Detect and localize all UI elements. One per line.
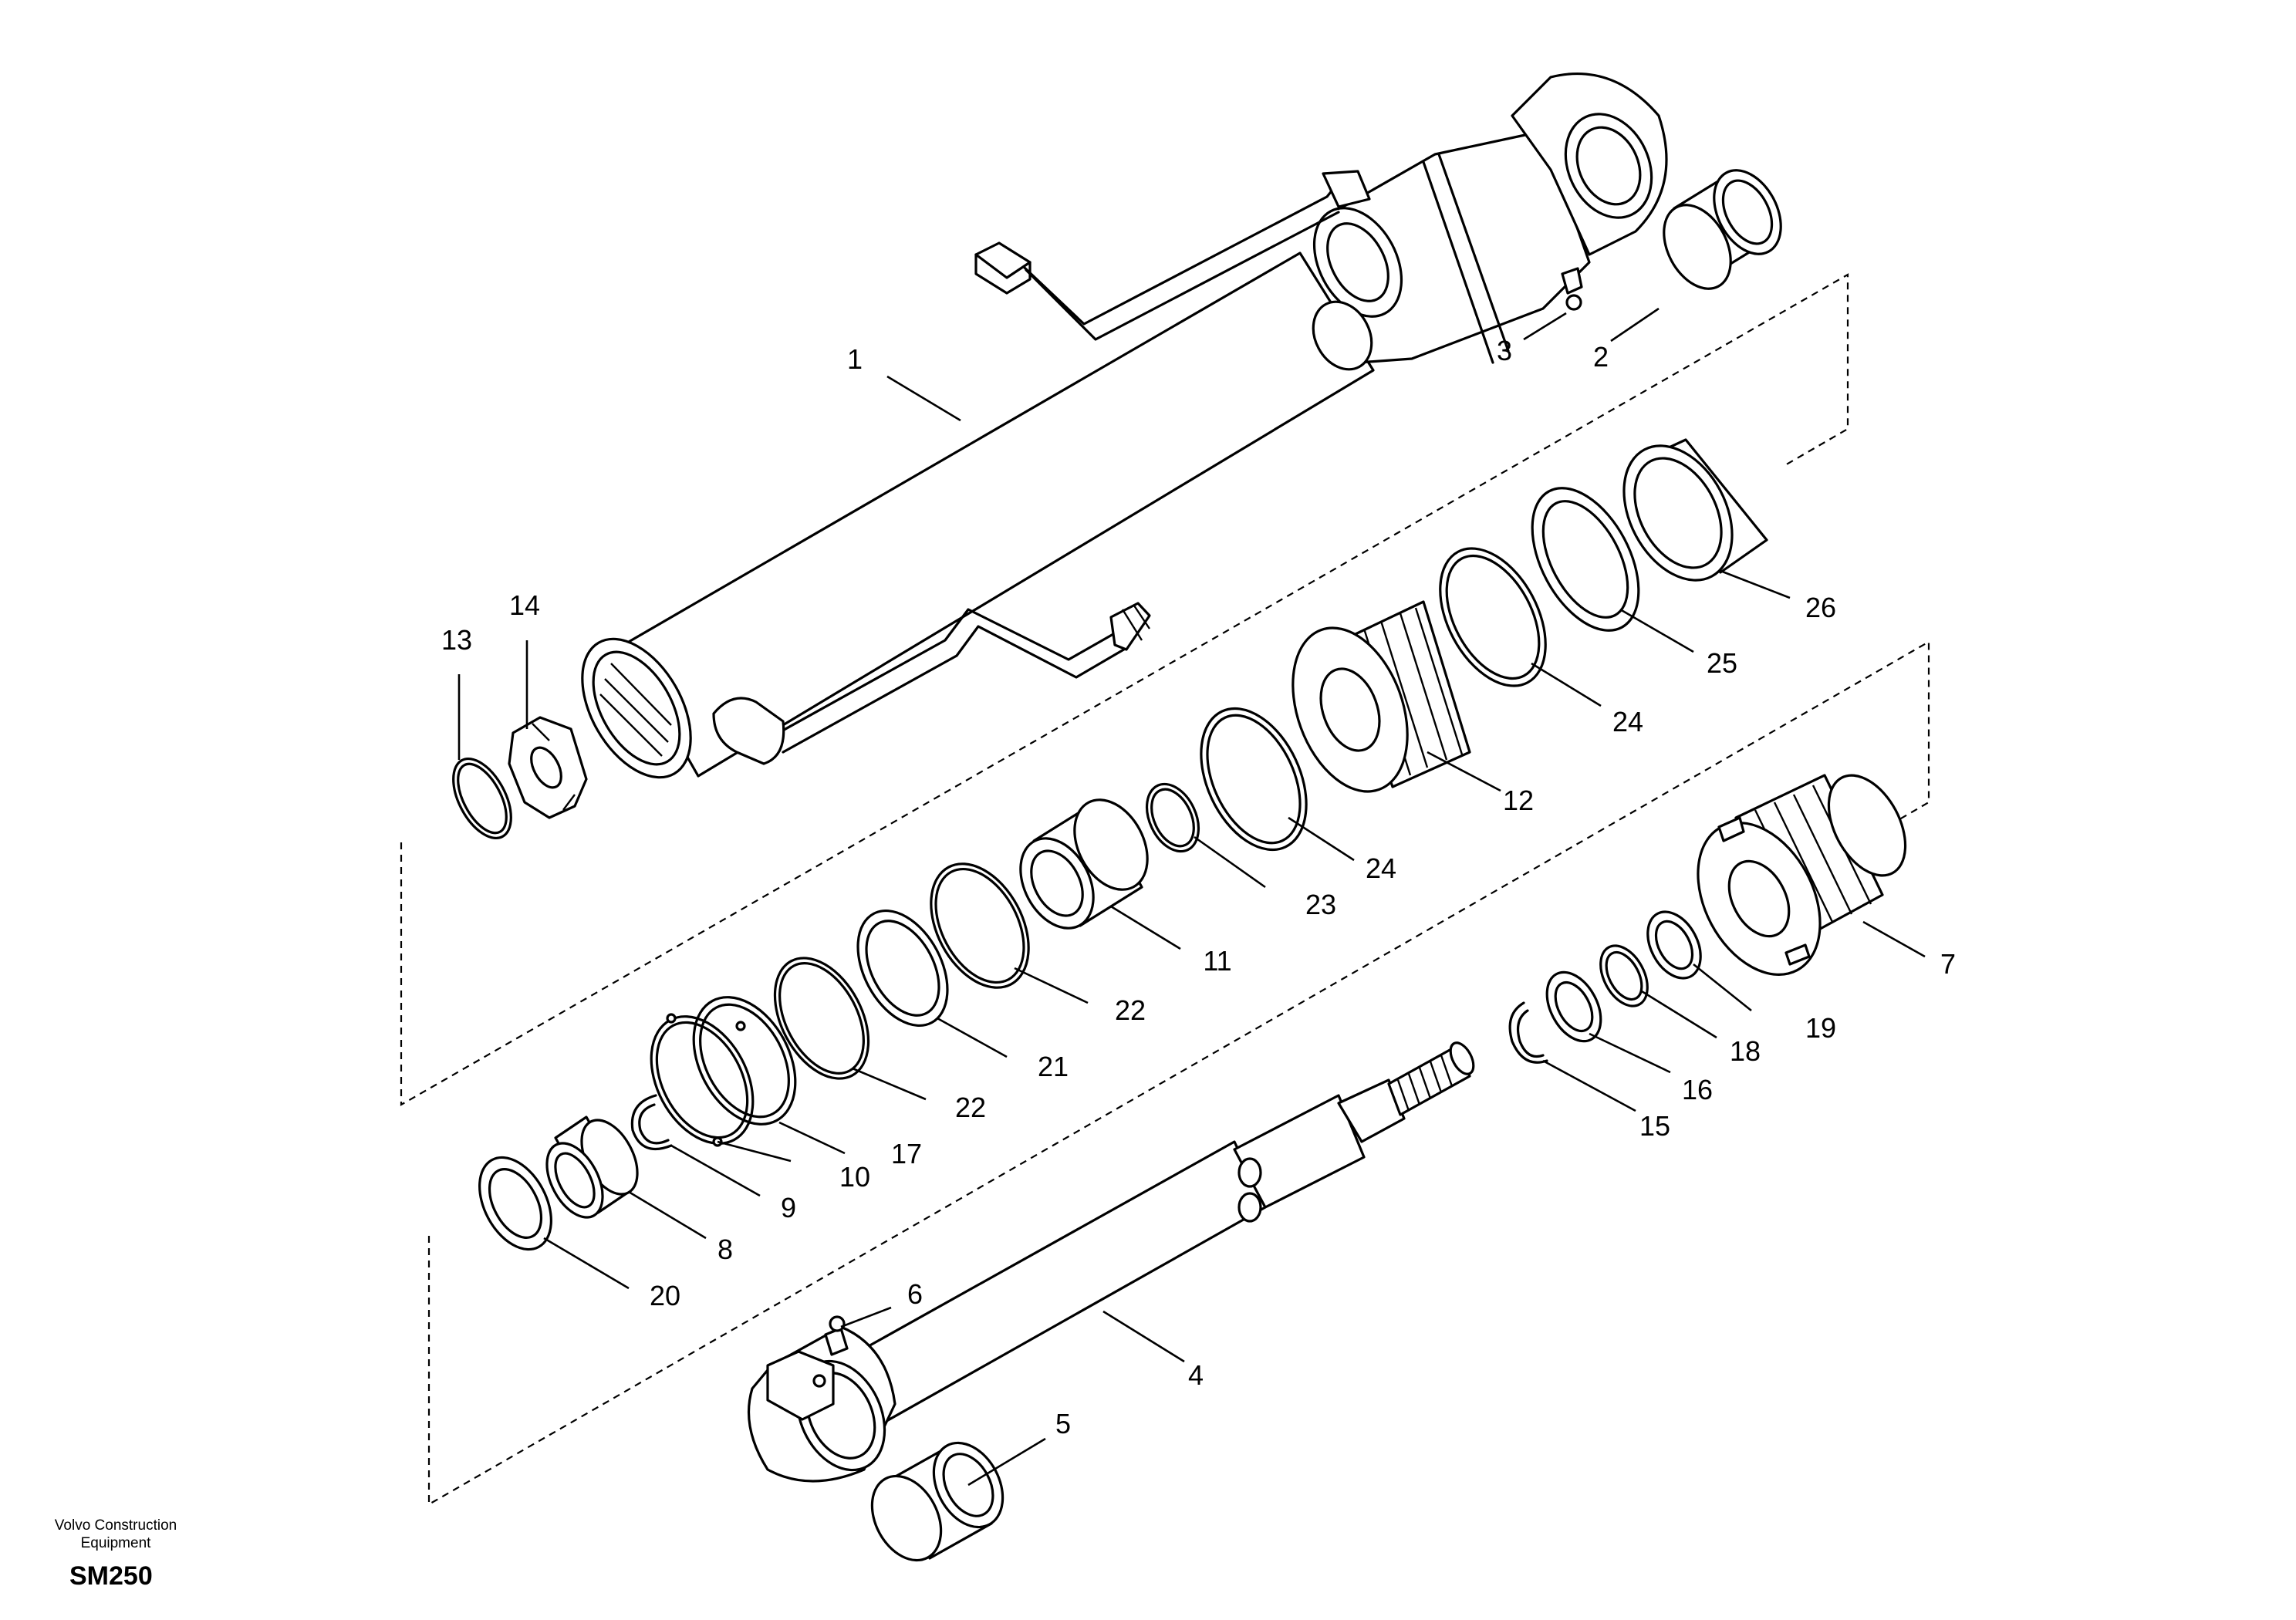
part-17-dust-seal xyxy=(692,996,797,1126)
part-24-ring-upper xyxy=(1439,547,1547,687)
part-22-seal-lower xyxy=(773,957,870,1080)
part-12-piston xyxy=(1292,600,1471,793)
callout-25: 25 xyxy=(1707,647,1737,679)
part-21-ring xyxy=(856,909,949,1028)
manufacturer-line-1: Volvo Construction xyxy=(54,1517,177,1534)
manufacturer-name: Volvo Construction Equipment xyxy=(31,1517,201,1552)
part-4-piston-rod xyxy=(747,1041,1475,1483)
part-6-grease-nipple xyxy=(824,1315,849,1356)
part-23-o-ring xyxy=(1145,782,1200,853)
callout-26: 26 xyxy=(1805,592,1836,623)
part-16-seal xyxy=(1545,970,1602,1043)
part-18-ring xyxy=(1599,944,1649,1007)
callout-15: 15 xyxy=(1639,1110,1670,1142)
callout-4: 4 xyxy=(1188,1359,1204,1391)
callout-18: 18 xyxy=(1730,1035,1761,1067)
part-3-lube-nipple xyxy=(1561,267,1583,311)
part-2-bushing xyxy=(1663,169,1782,290)
callout-24-lower: 24 xyxy=(1366,852,1396,884)
callout-3: 3 xyxy=(1497,335,1512,366)
callout-1: 1 xyxy=(847,343,863,375)
callout-14: 14 xyxy=(509,589,540,621)
part-15-snap-ring xyxy=(1508,1001,1548,1064)
part-10-slotted-ring xyxy=(650,1013,755,1147)
callout-5: 5 xyxy=(1055,1408,1071,1439)
part-7-cylinder-head xyxy=(1697,774,1907,976)
callout-10: 10 xyxy=(839,1161,870,1193)
callout-17: 17 xyxy=(891,1138,922,1169)
callout-22-lower: 22 xyxy=(955,1092,986,1123)
part-20-shim xyxy=(478,1156,552,1251)
callout-23: 23 xyxy=(1305,889,1336,920)
cylinder-tube xyxy=(581,72,1668,779)
callout-22-upper: 22 xyxy=(1115,994,1146,1026)
group-frame-upper xyxy=(400,273,1849,1106)
part-26-guide-ring xyxy=(1622,438,1768,582)
callout-13: 13 xyxy=(441,624,472,656)
part-19-seal xyxy=(1646,910,1702,980)
part-14-lock-nut xyxy=(508,716,588,819)
part-22-seal-upper xyxy=(930,862,1030,989)
part-11-spacer xyxy=(1019,798,1149,930)
callout-21: 21 xyxy=(1038,1051,1069,1082)
part-9-snap-ring xyxy=(630,1094,673,1151)
callout-19: 19 xyxy=(1805,1012,1836,1044)
diagram-code: SM250 xyxy=(69,1561,153,1591)
leader-lines xyxy=(458,307,1926,1487)
callout-11: 11 xyxy=(1203,945,1231,977)
callout-16: 16 xyxy=(1682,1074,1713,1105)
part-24-ring-lower xyxy=(1200,707,1308,852)
callout-24-upper: 24 xyxy=(1612,706,1643,737)
callout-9: 9 xyxy=(781,1192,796,1223)
part-25-backup-ring xyxy=(1531,487,1640,632)
part-13-lock-ring xyxy=(452,757,512,840)
callout-20: 20 xyxy=(650,1280,680,1311)
callout-7: 7 xyxy=(1940,948,1956,980)
diagram-footer: Volvo Construction Equipment SM250 xyxy=(31,1517,201,1591)
manufacturer-line-2: Equipment xyxy=(80,1535,151,1551)
callout-8: 8 xyxy=(718,1234,733,1265)
group-frame-lower xyxy=(427,640,1930,1506)
callout-6: 6 xyxy=(907,1278,923,1310)
callout-labels: 1 2 3 4 5 6 7 8 9 10 11 12 13 14 15 16 1… xyxy=(441,335,1956,1439)
callout-12: 12 xyxy=(1503,785,1534,816)
callout-2: 2 xyxy=(1593,341,1609,373)
part-5-bushing xyxy=(870,1441,1004,1562)
part-8-bushing xyxy=(545,1115,639,1219)
